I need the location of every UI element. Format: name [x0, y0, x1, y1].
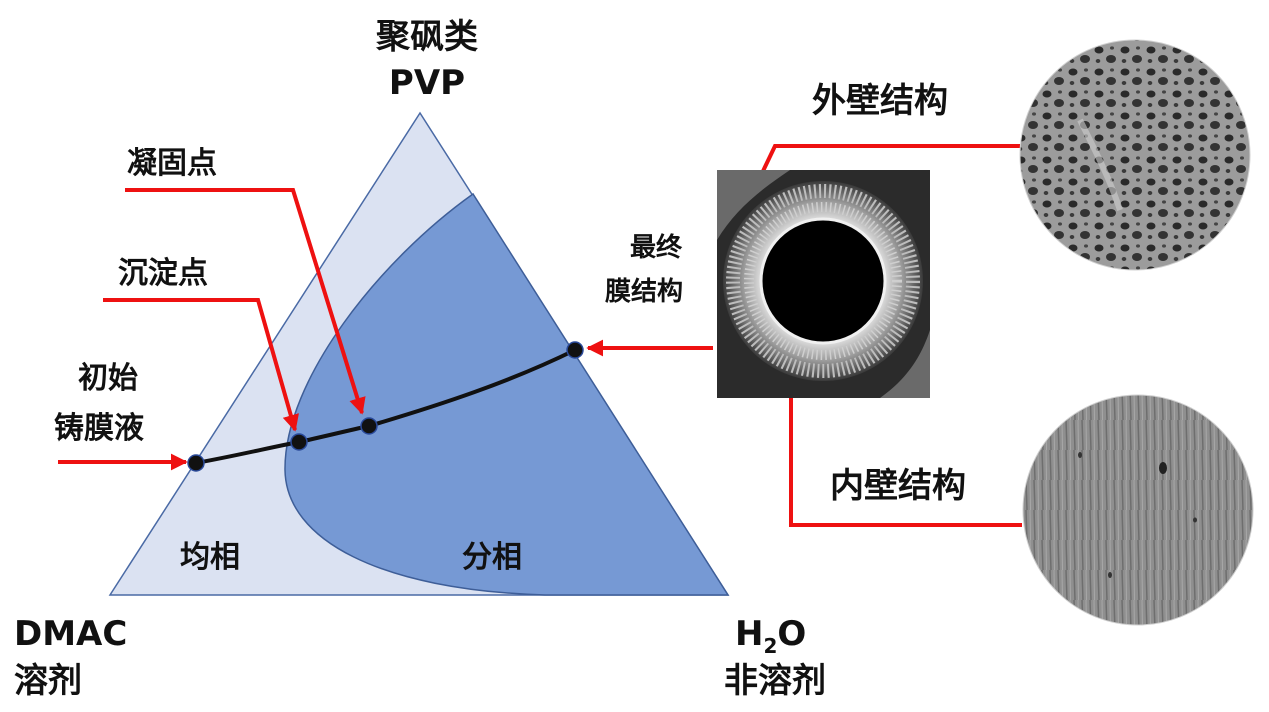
inner-wall-arrow [782, 350, 1022, 527]
left-vertex-label-line2: 溶剂 [14, 661, 82, 701]
final-structure-label-line2: 膜结构 [605, 277, 683, 307]
phase-separated-region [284, 192, 730, 596]
right-vertex-label-line2: 非溶剂 [724, 661, 826, 701]
freezing-point-arrow [125, 188, 366, 415]
left-vertex-label-line1: DMAC [14, 614, 127, 654]
right-vertex-subscript: 2 [763, 634, 777, 658]
final-structure-point [566, 341, 584, 359]
composition-path-line [195, 348, 576, 465]
final-structure-label-line1: 最终 [630, 232, 683, 263]
precipitation-point-arrow [103, 298, 299, 432]
initial-solution-label-line1: 初始 [78, 361, 138, 396]
initial-solution-point [187, 454, 205, 472]
outer-wall-label: 外壁结构 [812, 81, 948, 121]
inner-wall-label: 内壁结构 [830, 466, 966, 506]
phase-separated-region-label: 分相 [462, 540, 522, 575]
initial-solution-label-line2: 铸膜液 [54, 411, 144, 446]
outer-wall-micrograph [1020, 40, 1250, 270]
top-vertex-label-line2: PVP [389, 63, 465, 103]
membrane-cross-section-image [717, 170, 930, 398]
homogeneous-region-label: 均相 [180, 540, 240, 575]
precipitation-point-marker [290, 433, 308, 451]
right-vertex-o: O [777, 614, 806, 654]
freezing-point-label: 凝固点 [127, 146, 217, 181]
precipitation-point-label: 沉淀点 [118, 256, 208, 291]
right-vertex-label-line1: H2O [735, 614, 806, 658]
top-vertex-label-line1: 聚砜类 [375, 17, 478, 57]
inner-wall-micrograph [1023, 395, 1253, 625]
freezing-point-marker [360, 417, 378, 435]
right-vertex-h: H [735, 614, 763, 654]
